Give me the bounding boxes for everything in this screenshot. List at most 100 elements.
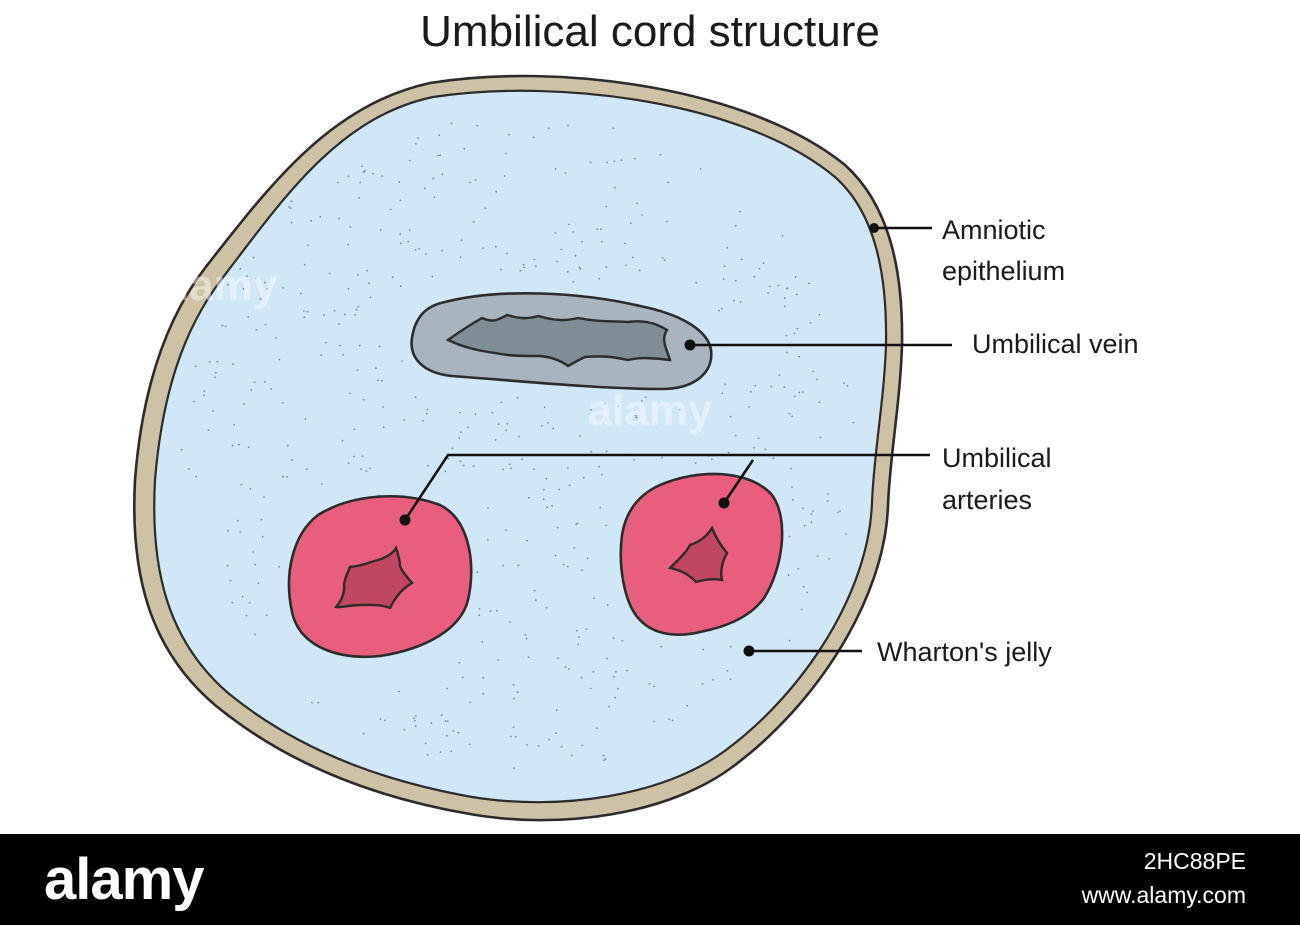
jelly-speckle — [513, 767, 515, 769]
jelly-speckle — [739, 301, 742, 303]
jelly-speckle — [554, 554, 557, 557]
umbilical-vein-lumen — [445, 313, 672, 368]
jelly-speckle — [320, 354, 323, 357]
jelly-speckle — [459, 256, 462, 259]
jelly-speckle — [469, 181, 471, 184]
jelly-speckle — [414, 396, 417, 399]
jelly-speckle — [323, 314, 325, 317]
jelly-speckle — [523, 266, 525, 269]
jelly-speckle — [800, 608, 803, 611]
jelly-speckle — [450, 122, 453, 125]
jelly-speckle — [566, 270, 569, 273]
jelly-speckle — [516, 396, 519, 399]
jelly-speckle — [375, 367, 377, 370]
jelly-speckle — [791, 415, 793, 418]
umbilical-cord-diagram: Umbilical cord structure alamy alamy — [133, 7, 1139, 822]
jelly-speckle — [282, 287, 284, 289]
jelly-speckle — [505, 429, 507, 432]
jelly-speckle — [264, 323, 267, 326]
jelly-speckle — [441, 173, 444, 176]
jelly-speckle — [615, 670, 617, 673]
jelly-speckle — [491, 411, 494, 414]
jelly-speckle — [695, 281, 698, 284]
jelly-speckle — [606, 604, 609, 606]
jelly-speckle — [353, 428, 356, 431]
jelly-speckle — [482, 676, 485, 679]
jelly-speckle — [629, 222, 632, 225]
jelly-speckle — [720, 307, 723, 310]
jelly-speckle — [543, 488, 545, 491]
jelly-speckle — [353, 455, 355, 458]
jelly-speckle — [581, 240, 583, 243]
jelly-speckle — [227, 529, 230, 532]
jelly-speckle — [556, 260, 559, 263]
jelly-speckle — [240, 483, 243, 486]
jelly-speckle — [754, 384, 757, 387]
jelly-speckle — [253, 381, 256, 383]
jelly-speckle — [424, 742, 427, 745]
jelly-speckle — [724, 383, 726, 386]
jelly-speckle — [366, 269, 369, 272]
jelly-speckle — [506, 252, 508, 255]
jelly-speckle — [247, 446, 250, 449]
jelly-speckle — [408, 229, 411, 231]
jelly-speckle — [635, 416, 638, 419]
jelly-speckle — [575, 523, 578, 526]
jelly-speckle — [827, 493, 829, 495]
jelly-speckle — [631, 256, 634, 259]
jelly-speckle — [568, 484, 571, 487]
jelly-speckle — [600, 228, 602, 231]
jelly-speckle — [413, 719, 416, 722]
jelly-speckle — [748, 406, 750, 408]
jelly-speckle — [252, 256, 255, 259]
jelly-speckle — [303, 310, 305, 312]
jelly-speckle — [694, 462, 697, 464]
jelly-speckle — [426, 753, 429, 756]
jelly-speckle — [726, 670, 729, 672]
jelly-speckle — [582, 476, 585, 479]
jelly-speckle — [246, 275, 248, 277]
jelly-speckle — [585, 628, 588, 630]
footer-url: www.alamy.com — [1081, 882, 1246, 908]
jelly-speckle — [430, 722, 433, 724]
jelly-speckle — [261, 535, 264, 538]
umbilical-artery-left — [287, 495, 473, 658]
jelly-speckle — [432, 177, 435, 180]
jelly-speckle — [567, 467, 569, 469]
jelly-speckle — [767, 292, 769, 294]
jelly-speckle — [344, 313, 346, 316]
jelly-speckle — [572, 231, 575, 233]
jelly-speckle — [603, 759, 605, 761]
jelly-speckle — [476, 124, 479, 127]
jelly-speckle — [634, 414, 637, 417]
jelly-speckle — [227, 283, 229, 286]
jelly-speckle — [605, 266, 608, 268]
jelly-speckle — [481, 641, 484, 643]
jelly-speckle — [528, 496, 530, 499]
jelly-speckle — [459, 460, 462, 463]
jelly-speckle — [320, 483, 323, 485]
jelly-speckle — [368, 282, 370, 285]
jelly-speckle — [598, 465, 600, 468]
jelly-speckle — [509, 735, 512, 738]
jelly-speckle — [286, 444, 289, 447]
jelly-speckle — [786, 351, 788, 354]
label-whartons-jelly: Wharton's jelly — [877, 637, 1052, 667]
jelly-speckle — [399, 285, 402, 288]
jelly-speckle — [440, 714, 443, 717]
jelly-speckle — [469, 701, 472, 704]
jelly-speckle — [596, 228, 599, 231]
jelly-speckle — [238, 443, 241, 446]
jelly-speckle — [231, 444, 234, 447]
jelly-speckle — [546, 506, 548, 509]
jelly-speckle — [526, 539, 528, 542]
jelly-speckle — [421, 419, 424, 422]
umbilical-vein — [410, 292, 713, 391]
jelly-speckle — [337, 181, 339, 184]
jelly-speckle — [837, 511, 839, 514]
jelly-speckle — [282, 475, 284, 478]
jelly-speckle — [306, 310, 309, 313]
jelly-speckle — [462, 464, 465, 467]
jelly-speckle — [793, 395, 796, 398]
leader-umbilical-arteries — [399, 453, 930, 526]
